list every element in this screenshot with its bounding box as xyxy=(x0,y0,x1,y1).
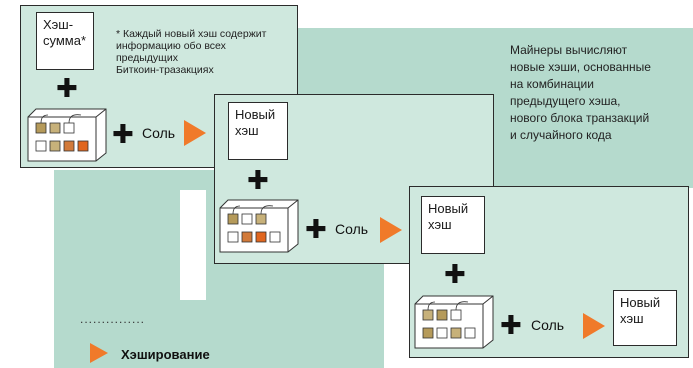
stage-4-hash-text: Новый хэш xyxy=(620,295,661,326)
stage-2-hashing-arrow-icon xyxy=(380,217,402,243)
stage-3-plus-salt-icon: ✚ xyxy=(500,311,522,341)
stage-1-plus-icon: ✚ xyxy=(56,74,78,104)
stage-2-hash-box: Новый хэш xyxy=(228,102,288,160)
stage-3-hash-text: Новый хэш xyxy=(428,201,469,232)
stage-1-hash-box: Хэш- сумма* xyxy=(36,12,94,70)
stage-3-plus-icon: ✚ xyxy=(444,260,466,290)
footnote: * Каждый новый хэш содержит информацию о… xyxy=(116,28,267,76)
legend-arrow-icon xyxy=(90,343,108,363)
stage-2-salt-label: Соль xyxy=(335,221,369,237)
background-white-cut xyxy=(180,190,206,300)
legend-hashing-label: Хэширование xyxy=(121,347,210,362)
stage-2-hash-text: Новый хэш xyxy=(235,107,276,138)
stage-3-transaction-block-icon xyxy=(414,295,494,349)
stage-3-salt-label: Соль xyxy=(531,317,565,333)
stage-4-hash-box: Новый хэш xyxy=(613,290,677,346)
stage-3-hashing-arrow-icon xyxy=(583,313,605,339)
legend-dots: ............... xyxy=(80,312,146,326)
stage-1-salt-label: Соль xyxy=(142,125,176,141)
stage-2-transaction-block-icon xyxy=(219,199,299,253)
stage-3-hash-box: Новый хэш xyxy=(421,196,485,254)
stage-1-hashing-arrow-icon xyxy=(184,120,206,146)
stage-2-plus-salt-icon: ✚ xyxy=(305,215,327,245)
stage-1-plus-salt-icon: ✚ xyxy=(112,120,134,150)
stage-2-plus-icon: ✚ xyxy=(247,166,269,196)
side-description: Майнеры вычисляют новые хэши, основанные… xyxy=(510,43,651,142)
stage-1-transaction-block-icon xyxy=(27,108,107,162)
stage-1-hash-text: Хэш- сумма* xyxy=(43,17,87,48)
